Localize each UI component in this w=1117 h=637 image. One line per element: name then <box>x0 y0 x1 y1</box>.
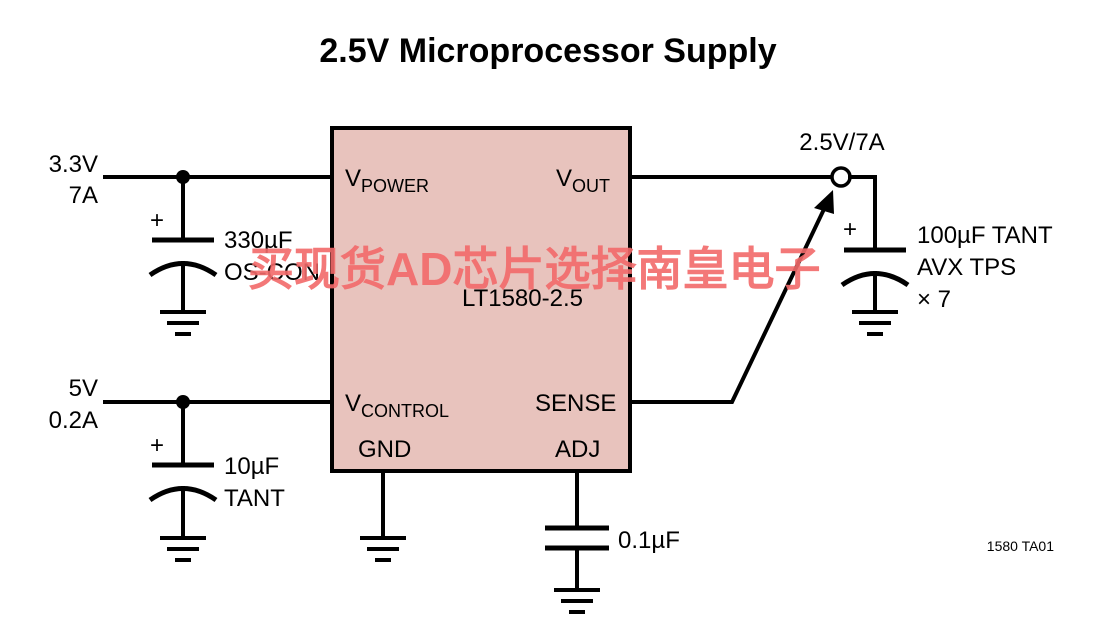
output-label: 2.5V/7A <box>799 129 884 156</box>
capacitor-c3 <box>545 469 609 592</box>
page-title: 2.5V Microprocessor Supply <box>319 32 776 70</box>
pin-adj: ADJ <box>555 436 600 463</box>
pin-vpower: VPOWER <box>345 165 429 196</box>
cap-c4-value: 100µF TANT <box>917 222 1053 249</box>
cap-c4-type: AVX TPS <box>917 254 1016 281</box>
input-33v-voltage: 3.3V <box>49 151 98 178</box>
ground-icon <box>852 310 898 336</box>
polarity-plus: + <box>843 216 857 243</box>
cap-c3-value: 0.1µF <box>618 527 680 554</box>
cap-c1-type: OS-CON <box>224 259 320 286</box>
ic-part-number: LT1580-2.5 <box>462 285 583 312</box>
ground-icon <box>160 536 206 562</box>
pin-gnd: GND <box>358 436 411 463</box>
polarity-plus: + <box>150 432 164 459</box>
ground-icon <box>160 310 206 336</box>
capacitor-c1: + <box>148 175 218 314</box>
sense-arrow-icon <box>814 190 834 214</box>
capacitor-c2: + <box>148 400 218 540</box>
capacitor-c4: + <box>840 175 910 314</box>
output-terminal <box>830 166 852 188</box>
cap-c2-type: TANT <box>224 485 285 512</box>
wire-sense <box>628 202 829 404</box>
input-5v-voltage: 5V <box>69 375 98 402</box>
pin-vcontrol: VCONTROL <box>345 390 449 421</box>
cap-c1-value: 330µF <box>224 227 293 254</box>
figure-code: 1580 TA01 <box>987 538 1054 554</box>
pin-vout: VOUT <box>556 165 610 196</box>
cap-c4-count: × 7 <box>917 286 951 313</box>
ground-icon <box>360 469 406 562</box>
ground-icon <box>554 588 600 614</box>
watermark-text: 买现货AD芯片选择南皇电子 <box>248 243 820 295</box>
ic-body <box>330 126 632 473</box>
pin-sense: SENSE <box>535 390 616 417</box>
input-5v-current: 0.2A <box>49 407 98 434</box>
input-33v-current: 7A <box>69 182 98 209</box>
polarity-plus: + <box>150 207 164 234</box>
cap-c2-value: 10µF <box>224 453 279 480</box>
